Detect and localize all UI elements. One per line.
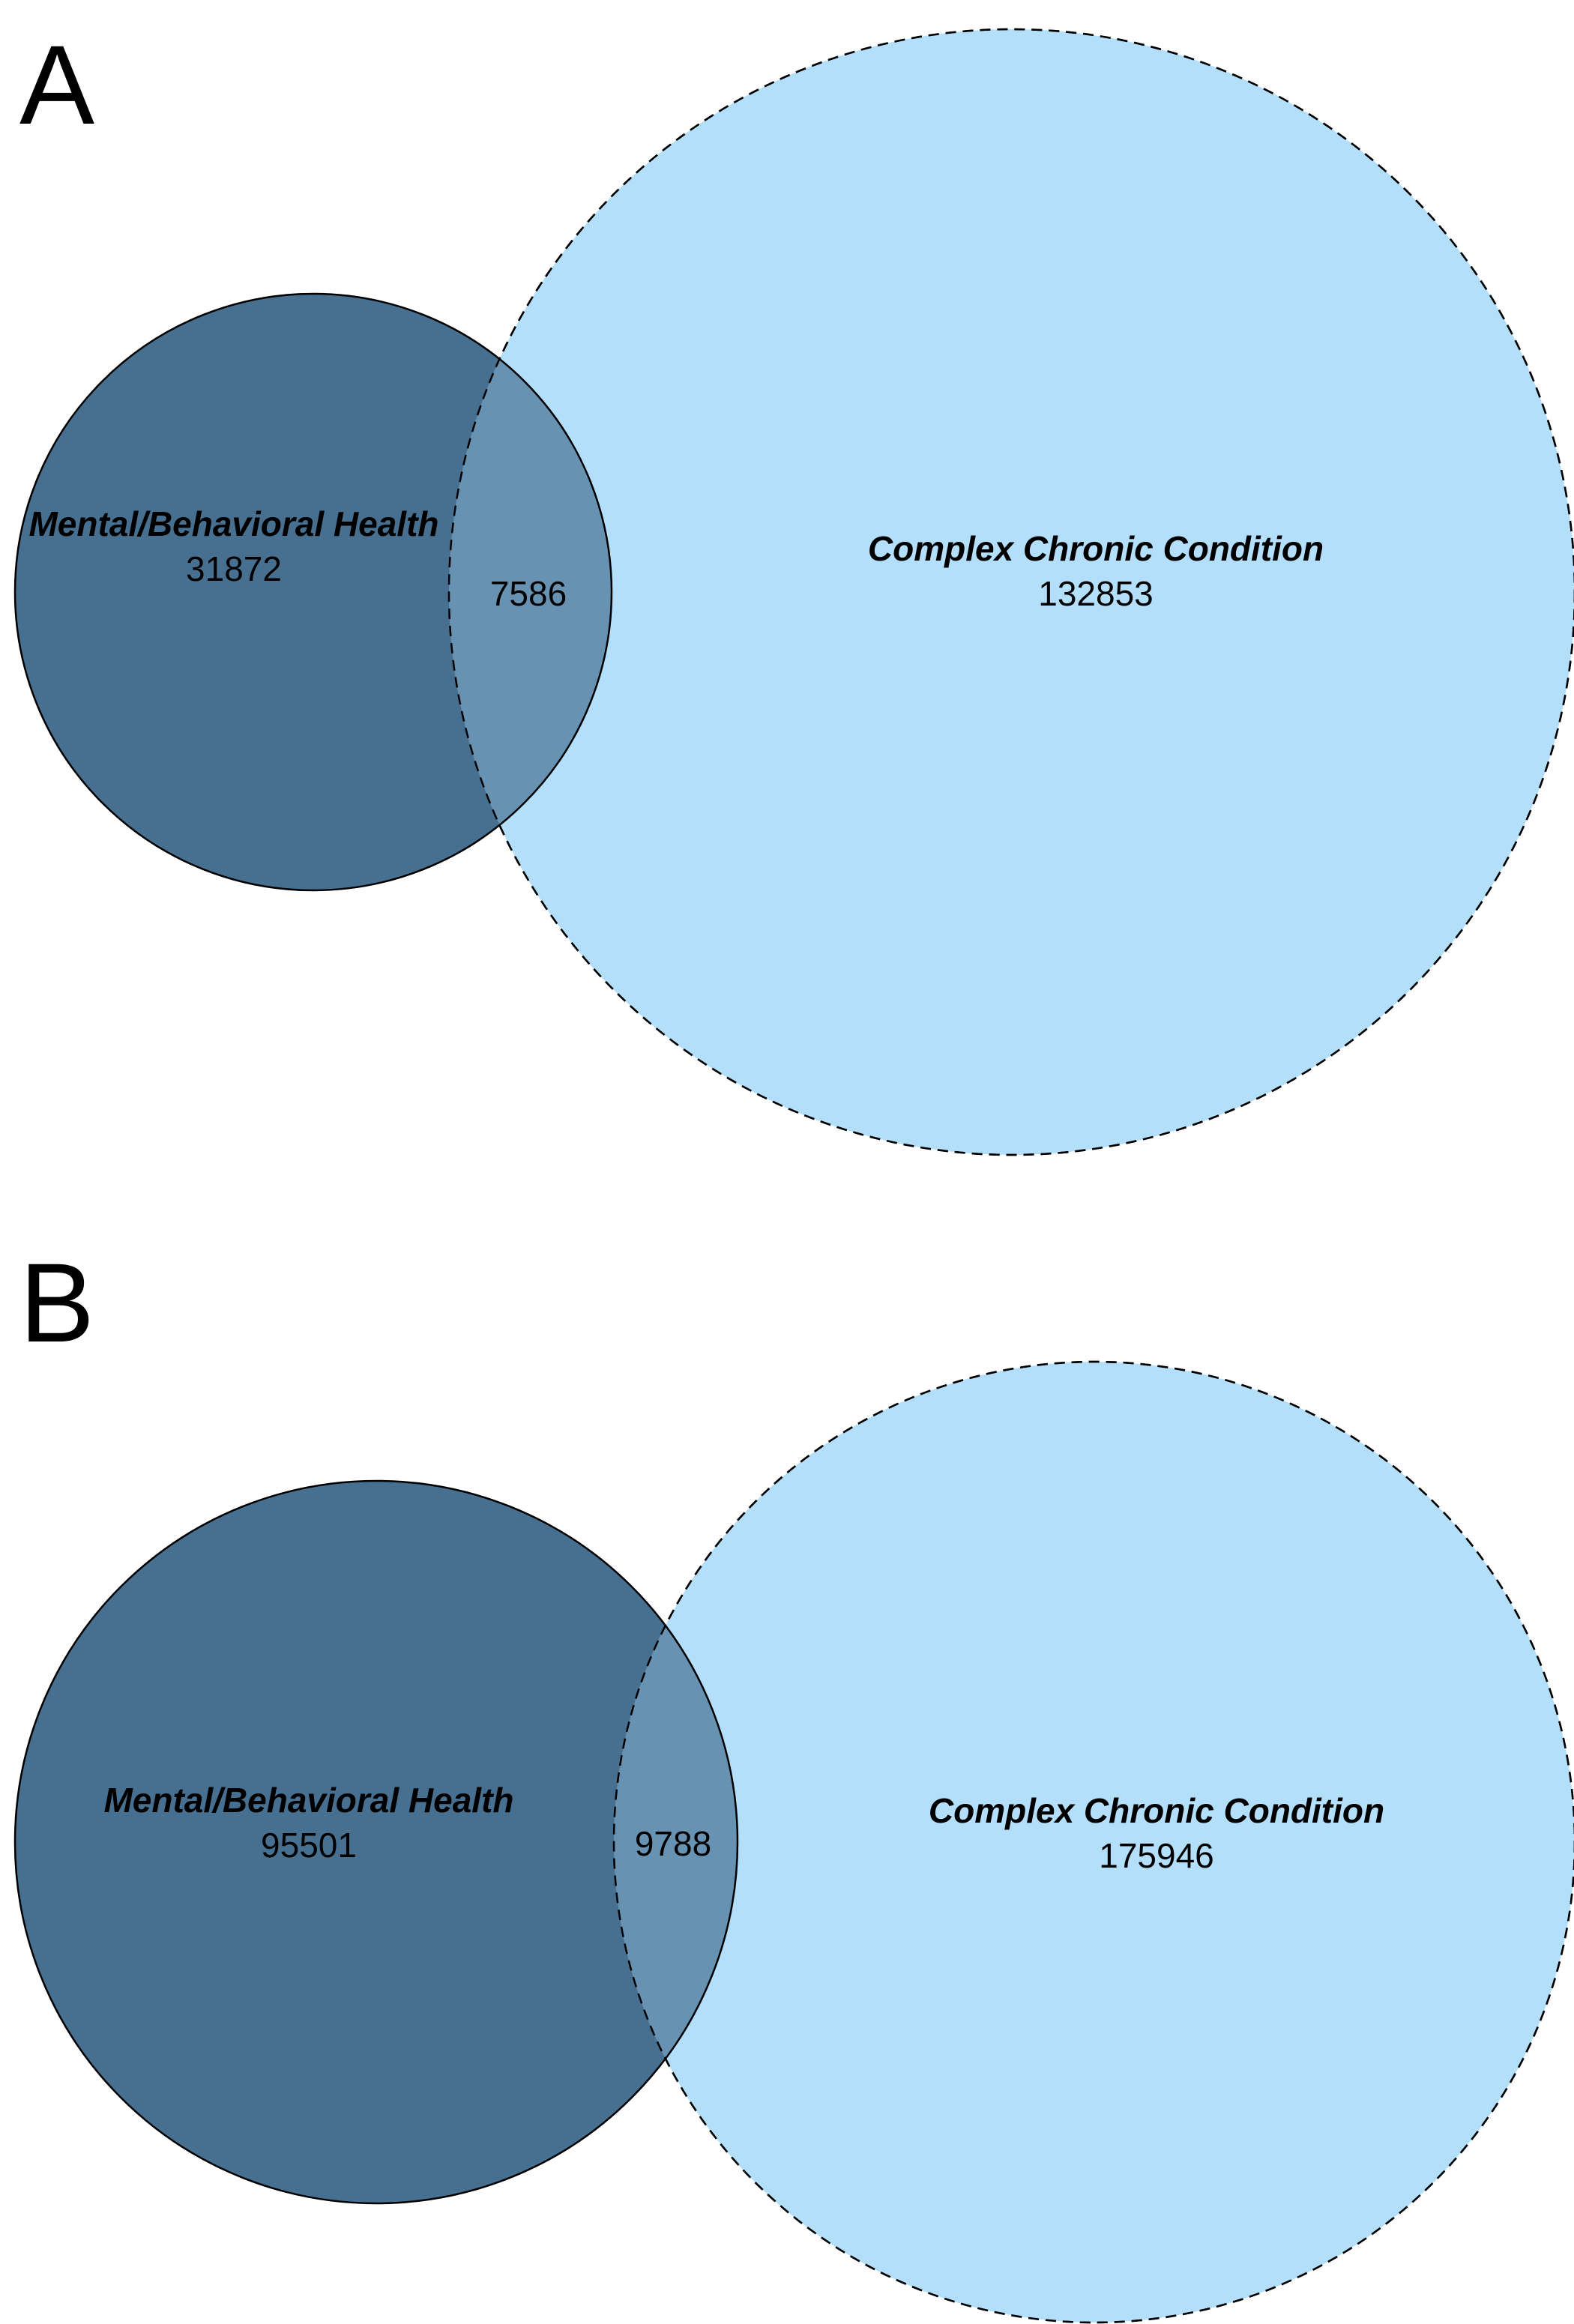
mental-health-count-b: 95501 bbox=[261, 1826, 357, 1865]
mental-health-label-a: Mental/Behavioral Health bbox=[28, 504, 438, 543]
mental-health-outline-a bbox=[13, 292, 613, 892]
chronic-condition-label-a: Complex Chronic Condition bbox=[868, 529, 1324, 568]
panel-letter-a: A bbox=[19, 22, 94, 148]
chronic-condition-circle-a bbox=[447, 28, 1574, 1156]
venn-panel-b: B Mental/Behavioral Health 95501 9788 Co… bbox=[13, 1240, 1574, 2324]
mental-health-label-b: Mental/Behavioral Health bbox=[103, 1781, 513, 1820]
mental-health-outline-b bbox=[13, 1479, 739, 2205]
mental-health-count-a: 31872 bbox=[186, 549, 282, 588]
overlap-count-a: 7586 bbox=[490, 574, 567, 613]
mental-health-circle-a bbox=[15, 294, 612, 890]
chronic-condition-label-b: Complex Chronic Condition bbox=[929, 1791, 1384, 1830]
chronic-condition-count-b: 175946 bbox=[1099, 1836, 1214, 1875]
chronic-condition-outline-b bbox=[612, 1360, 1574, 2324]
panel-letter-b: B bbox=[19, 1240, 94, 1365]
venn-panel-a: A Mental/Behavioral Health 31872 7586 Co… bbox=[13, 22, 1574, 1156]
overlap-count-b: 9788 bbox=[635, 1824, 711, 1863]
chronic-condition-count-a: 132853 bbox=[1038, 574, 1154, 613]
mental-health-circle-b bbox=[15, 1481, 738, 2203]
chronic-condition-outline-a bbox=[447, 28, 1574, 1156]
chronic-condition-circle-b bbox=[612, 1360, 1574, 2324]
